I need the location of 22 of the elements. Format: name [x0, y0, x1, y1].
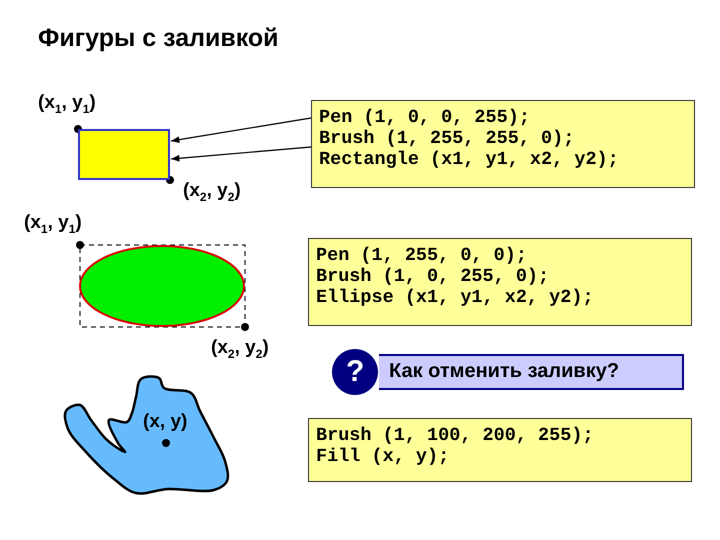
code-line: Ellipse (x1, y1, x2, y2); [316, 287, 595, 308]
coordinate-label: (x$_{2}$, y$_{2}$) [211, 337, 269, 361]
arrow [170, 117, 312, 143]
question-mark: ? [346, 355, 364, 389]
coordinate-label: (x$_{2}$, y$_{2}$) [183, 180, 241, 204]
code-box [311, 100, 695, 188]
arrow [170, 146, 312, 162]
code-line: Fill (x, y); [316, 446, 450, 467]
coordinate-label: (x$_{1}$, y$_{1}$) [38, 92, 96, 116]
code-line: Pen (1, 255, 0, 0); [316, 245, 528, 266]
coordinate-label: (x, y) [143, 411, 188, 433]
code-box [308, 238, 692, 326]
coordinate-label: (x$_{1}$, y$_{1}$) [24, 212, 82, 236]
code-line: Rectangle (x1, y1, x2, y2); [319, 149, 620, 170]
code-box [308, 418, 692, 482]
code-line: Brush (1, 100, 200, 255); [316, 425, 595, 446]
code-line: Brush (1, 0, 255, 0); [316, 266, 550, 287]
filled-rectangle [78, 129, 170, 180]
question-box: Как отменить заливку? [379, 354, 684, 390]
slide-title: Фигуры с заливкой [38, 24, 279, 53]
code-line: Pen (1, 0, 0, 255); [319, 107, 531, 128]
code-line: Brush (1, 255, 255, 0); [319, 128, 576, 149]
